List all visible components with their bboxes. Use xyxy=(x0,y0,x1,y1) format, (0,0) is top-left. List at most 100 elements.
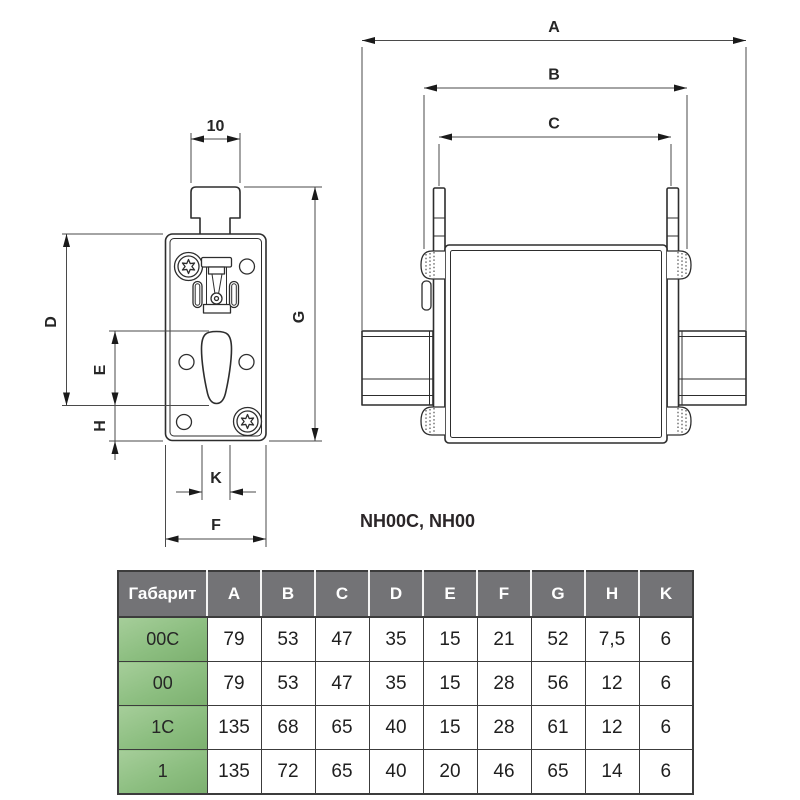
front-view-drawing: 10 G D E H K xyxy=(43,118,322,547)
header-cell-gabarit: Габарит xyxy=(118,571,207,618)
dim-label-g: G xyxy=(291,311,308,323)
value-cell: 15 xyxy=(422,661,478,706)
value-cell: 14 xyxy=(584,749,640,795)
dim-label-a: A xyxy=(548,19,560,36)
hole-mid-left xyxy=(178,353,195,371)
value-cell: 56 xyxy=(530,661,586,706)
drawing-caption: NH00C, NH00 xyxy=(360,511,475,531)
value-cell: 46 xyxy=(476,749,532,795)
blade-contact-left xyxy=(361,330,434,406)
value-cell: 15 xyxy=(422,616,478,662)
dimension-b: B xyxy=(423,67,688,249)
header-cell-b: B xyxy=(260,571,315,618)
size-name-cell: 00 xyxy=(117,661,208,706)
dim-label-e: E xyxy=(92,364,109,375)
dim-label-k: K xyxy=(210,470,222,487)
value-cell: 135 xyxy=(206,749,262,795)
value-cell: 61 xyxy=(530,705,586,750)
value-cell: 7,5 xyxy=(584,616,640,662)
dimension-f: F xyxy=(165,445,267,547)
value-cell: 40 xyxy=(368,749,424,795)
table-row: 00 79 53 47 35 15 28 56 12 6 xyxy=(117,661,694,706)
grip-lug-right xyxy=(666,187,680,426)
torx-screw-top xyxy=(173,251,204,282)
hole-top-right xyxy=(238,258,256,275)
value-cell: 65 xyxy=(314,705,370,750)
value-cell: 47 xyxy=(314,661,370,706)
corner-clip-top-left xyxy=(420,250,445,280)
spec-table: Габарит A B C D E F G H K 00C 79 53 47 3… xyxy=(117,570,694,795)
value-cell: 79 xyxy=(206,661,262,706)
dimension-c: C xyxy=(438,116,672,186)
dimension-a: A xyxy=(361,19,747,330)
corner-clip-top-right xyxy=(667,250,692,280)
value-cell: 53 xyxy=(260,661,316,706)
value-cell: 6 xyxy=(638,616,694,662)
table-row: 1C 135 68 65 40 15 28 61 12 6 xyxy=(117,705,694,750)
header-cell-k: K xyxy=(638,571,693,618)
value-cell: 72 xyxy=(260,749,316,795)
value-cell: 53 xyxy=(260,616,316,662)
grip-lug-left xyxy=(432,187,446,426)
keyhole-slot xyxy=(200,330,233,405)
size-name-cell: 00C xyxy=(117,616,208,662)
torx-screw-bottom xyxy=(232,406,263,437)
latch-lever xyxy=(421,280,432,311)
dimension-g: G xyxy=(244,186,322,442)
value-cell: 12 xyxy=(584,705,640,750)
value-cell: 68 xyxy=(260,705,316,750)
value-cell: 28 xyxy=(476,705,532,750)
header-cell-g: G xyxy=(530,571,585,618)
hole-bottom-left xyxy=(175,413,193,431)
hole-mid-right xyxy=(238,353,255,371)
dim-label-c: C xyxy=(548,116,560,133)
blade-contact-right xyxy=(677,330,747,406)
technical-drawing: 10 G D E H K xyxy=(43,19,747,547)
table-row: 00C 79 53 47 35 15 21 52 7,5 6 xyxy=(117,616,694,662)
value-cell: 6 xyxy=(638,749,694,795)
value-cell: 47 xyxy=(314,616,370,662)
spec-table-container: Габарит A B C D E F G H K 00C 79 53 47 3… xyxy=(117,570,694,795)
dim-label-h: H xyxy=(92,420,109,432)
header-cell-d: D xyxy=(368,571,423,618)
size-name-cell: 1C xyxy=(117,705,208,750)
value-cell: 21 xyxy=(476,616,532,662)
value-cell: 40 xyxy=(368,705,424,750)
spec-table-header-row: Габарит A B C D E F G H K xyxy=(118,571,693,618)
clip-spring-left xyxy=(192,280,203,309)
mounting-tab xyxy=(190,186,241,236)
value-cell: 6 xyxy=(638,705,694,750)
dim-label-f: F xyxy=(211,517,221,534)
din-clip-mechanism xyxy=(192,256,240,314)
header-cell-f: F xyxy=(476,571,531,618)
value-cell: 65 xyxy=(314,749,370,795)
value-cell: 6 xyxy=(638,661,694,706)
value-cell: 52 xyxy=(530,616,586,662)
value-cell: 35 xyxy=(368,661,424,706)
value-cell: 65 xyxy=(530,749,586,795)
header-cell-h: H xyxy=(584,571,639,618)
fuse-body xyxy=(444,244,668,444)
value-cell: 15 xyxy=(422,705,478,750)
value-cell: 79 xyxy=(206,616,262,662)
header-cell-c: C xyxy=(314,571,369,618)
value-cell: 35 xyxy=(368,616,424,662)
table-row: 1 135 72 65 40 20 46 65 14 6 xyxy=(117,749,694,795)
value-cell: 135 xyxy=(206,705,262,750)
dimension-e-h: E H xyxy=(92,331,119,460)
size-name-cell: 1 xyxy=(117,749,208,795)
dim-label-10: 10 xyxy=(207,118,225,135)
corner-clip-bottom-right xyxy=(667,406,692,436)
header-cell-e: E xyxy=(422,571,477,618)
dimension-top-width: 10 xyxy=(190,118,241,183)
header-cell-a: A xyxy=(206,571,261,618)
fuse-body-rim xyxy=(450,250,662,438)
corner-clip-bottom-left xyxy=(420,406,445,436)
value-cell: 12 xyxy=(584,661,640,706)
dimension-k: K xyxy=(176,445,256,500)
value-cell: 20 xyxy=(422,749,478,795)
side-view-drawing: A B C xyxy=(361,19,747,444)
dim-label-d: D xyxy=(43,316,60,328)
dim-label-b: B xyxy=(548,67,560,84)
